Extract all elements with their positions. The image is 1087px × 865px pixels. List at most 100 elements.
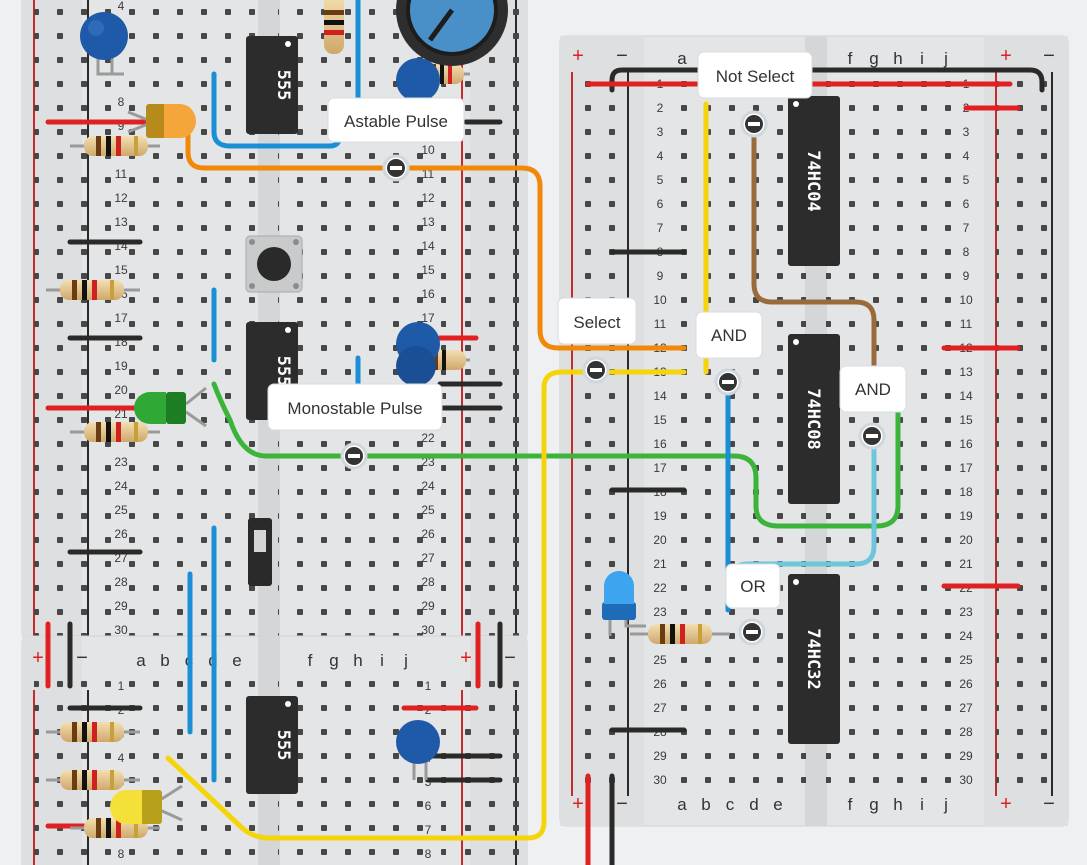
resistor[interactable] bbox=[70, 422, 160, 442]
row-number: 1 bbox=[118, 679, 125, 693]
led-green[interactable] bbox=[134, 386, 207, 428]
led-blue[interactable] bbox=[602, 571, 646, 636]
row-number: 23 bbox=[114, 455, 128, 469]
row-number: 24 bbox=[959, 629, 973, 643]
resistor[interactable] bbox=[46, 770, 140, 790]
row-number: 8 bbox=[118, 95, 125, 109]
svg-text:Not Select: Not Select bbox=[716, 67, 795, 86]
column-letter: j bbox=[943, 795, 948, 814]
chip-74hc04[interactable]: 74HC04 bbox=[788, 96, 840, 266]
row-number: 25 bbox=[114, 503, 128, 517]
ceramic-capacitor[interactable] bbox=[396, 322, 440, 386]
column-letter: c bbox=[726, 795, 735, 814]
probe-marker[interactable] bbox=[738, 618, 766, 646]
resistor[interactable] bbox=[46, 280, 140, 300]
row-number: 26 bbox=[959, 677, 973, 691]
column-letter: h bbox=[893, 795, 902, 814]
chip-74hc08[interactable]: 74HC08 bbox=[788, 334, 840, 504]
row-number: 8 bbox=[963, 245, 970, 259]
wire-black[interactable] bbox=[609, 67, 1045, 93]
row-number: 7 bbox=[963, 221, 970, 235]
label-monostable-pulse[interactable]: Monostable Pulse bbox=[267, 383, 443, 431]
rail-plus-label: + bbox=[460, 647, 472, 669]
row-number: 8 bbox=[118, 847, 125, 861]
column-letter: b bbox=[701, 795, 710, 814]
ceramic-capacitor[interactable] bbox=[396, 58, 440, 102]
row-number: 19 bbox=[959, 509, 973, 523]
chip-label: 555 bbox=[273, 730, 293, 761]
rail-plus-label: + bbox=[572, 793, 584, 815]
row-number: 7 bbox=[425, 823, 432, 837]
row-number: 28 bbox=[959, 725, 973, 739]
probe-marker[interactable] bbox=[858, 422, 886, 450]
resistor[interactable] bbox=[46, 722, 140, 742]
row-number: 5 bbox=[657, 173, 664, 187]
wire-brown[interactable] bbox=[751, 117, 877, 387]
probe-marker[interactable] bbox=[582, 356, 610, 384]
svg-text:Astable Pulse: Astable Pulse bbox=[344, 112, 448, 131]
column-letter: h bbox=[893, 49, 902, 68]
rail-plus-label: + bbox=[32, 647, 44, 669]
row-number: 29 bbox=[653, 749, 667, 763]
row-number: 24 bbox=[114, 479, 128, 493]
row-number: 23 bbox=[959, 605, 973, 619]
ceramic-capacitor[interactable] bbox=[396, 720, 440, 780]
row-number: 6 bbox=[657, 197, 664, 211]
chip-555-u1[interactable]: 555 bbox=[246, 36, 298, 134]
row-number: 28 bbox=[421, 575, 435, 589]
row-number: 11 bbox=[960, 317, 973, 331]
probe-marker[interactable] bbox=[340, 442, 368, 470]
probe-marker[interactable] bbox=[382, 154, 410, 182]
row-number: 22 bbox=[653, 581, 667, 595]
wire-green[interactable] bbox=[211, 381, 901, 529]
rail-minus-label: − bbox=[616, 45, 628, 67]
row-number: 17 bbox=[959, 461, 973, 475]
row-number: 12 bbox=[114, 191, 128, 205]
row-number: 13 bbox=[959, 365, 973, 379]
rail-plus-label: + bbox=[572, 45, 584, 67]
row-number: 4 bbox=[118, 751, 125, 765]
potentiometer-knob[interactable] bbox=[396, 0, 508, 66]
probe-marker[interactable] bbox=[740, 110, 768, 138]
row-number: 9 bbox=[118, 119, 125, 133]
led-orange[interactable] bbox=[127, 104, 196, 138]
probe-marker[interactable] bbox=[714, 368, 742, 396]
wire-yellow[interactable] bbox=[165, 369, 687, 841]
label-select[interactable]: Select bbox=[557, 297, 637, 345]
row-number: 5 bbox=[963, 173, 970, 187]
resistor[interactable] bbox=[630, 624, 730, 644]
rail-minus-label: − bbox=[504, 647, 516, 669]
row-number: 13 bbox=[114, 215, 128, 229]
wire-orange[interactable] bbox=[185, 129, 687, 351]
label-and-2[interactable]: AND bbox=[839, 365, 907, 413]
pushbutton[interactable] bbox=[245, 235, 303, 293]
chip-555-u3[interactable]: 555 bbox=[246, 696, 298, 794]
row-number: 25 bbox=[421, 503, 435, 517]
column-letter: i bbox=[920, 49, 924, 68]
rail-minus-label: − bbox=[76, 647, 88, 669]
slide-switch[interactable] bbox=[248, 518, 272, 586]
row-number: 3 bbox=[963, 125, 970, 139]
led-yellow[interactable] bbox=[110, 784, 183, 824]
row-number: 10 bbox=[959, 293, 973, 307]
rail-minus-label: − bbox=[1043, 793, 1055, 815]
label-not-select[interactable]: Not Select bbox=[697, 51, 813, 99]
label-or[interactable]: OR bbox=[725, 563, 781, 609]
row-number: 3 bbox=[657, 125, 664, 139]
row-number: 15 bbox=[653, 413, 667, 427]
label-and-1[interactable]: AND bbox=[695, 311, 763, 359]
row-number: 22 bbox=[421, 431, 435, 445]
row-number: 30 bbox=[653, 773, 667, 787]
resistor[interactable] bbox=[324, 0, 344, 54]
column-letter: i bbox=[380, 651, 384, 670]
ceramic-capacitor[interactable] bbox=[80, 12, 128, 76]
column-letter: g bbox=[869, 795, 878, 814]
column-letter: a bbox=[136, 651, 146, 670]
svg-text:OR: OR bbox=[740, 577, 766, 596]
resistor[interactable] bbox=[70, 136, 160, 156]
rail-plus-label: + bbox=[1000, 45, 1012, 67]
chip-74hc32[interactable]: 74HC32 bbox=[788, 574, 840, 744]
label-astable-pulse[interactable]: Astable Pulse bbox=[327, 97, 465, 143]
column-letter: i bbox=[920, 795, 924, 814]
